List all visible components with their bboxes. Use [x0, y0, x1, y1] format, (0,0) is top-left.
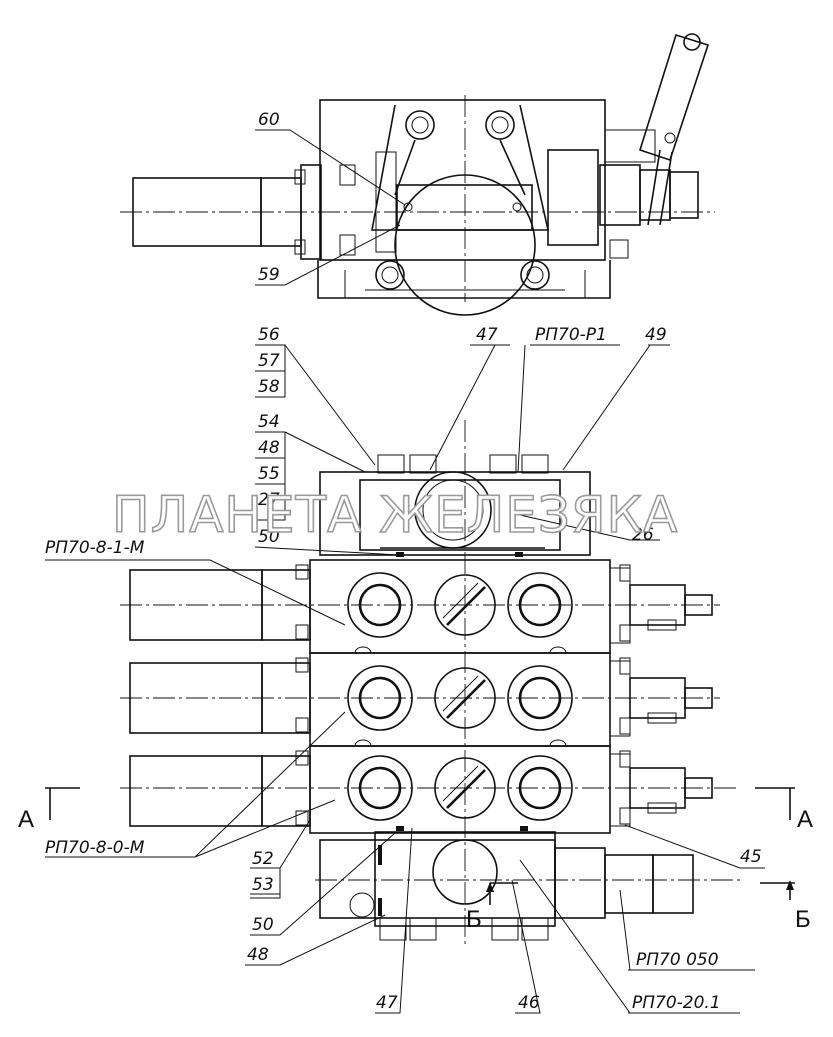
top-right-valve	[547, 149, 599, 246]
callout-58: 58	[258, 377, 280, 397]
callout-57: 57	[258, 351, 280, 371]
callout-56: 56	[258, 325, 280, 345]
callout-54: 54	[258, 412, 280, 432]
inlet-cover-bolts	[377, 454, 549, 474]
callout-48-top: 48	[258, 438, 280, 458]
section-b-left: Б	[466, 906, 482, 933]
section-markers	[45, 787, 795, 905]
section-a-left: А	[18, 806, 34, 833]
callout-53: 53	[252, 875, 274, 895]
top-base	[317, 260, 611, 299]
top-bolts	[375, 110, 550, 290]
top-housing	[319, 99, 606, 261]
section-1	[129, 559, 713, 654]
callout-47-bottom: 47	[376, 993, 398, 1013]
callout-60: 60	[258, 110, 280, 130]
callout-rp70-p1: РП70-Р1	[535, 325, 607, 345]
callout-26: 26	[632, 525, 654, 545]
callout-50-bottom: 50	[252, 915, 274, 935]
callout-rp70-20-1: РП70-20.1	[632, 993, 721, 1013]
section-b-right: Б	[795, 906, 811, 933]
watermark-text: ПЛАНЕТА ЖЕЛЕЗЯКА	[112, 486, 678, 544]
section-a-right: А	[797, 806, 813, 833]
callout-labels: 60 59 56 57 58 54 48 55 27 50 47 РП70-Р1…	[45, 110, 762, 1013]
front-view	[120, 420, 740, 945]
section-letters: А А Б Б	[18, 806, 813, 933]
callout-rp70-8-1-m: РП70-8-1-М	[45, 538, 145, 558]
top-yoke	[371, 104, 549, 231]
callout-46: 46	[518, 993, 540, 1013]
section-2	[129, 652, 713, 747]
callout-49: 49	[645, 325, 667, 345]
callout-rp70-8-0-m: РП70-8-0-М	[45, 838, 145, 858]
relief-valve-body	[554, 847, 606, 919]
callout-47-top: 47	[476, 325, 498, 345]
callout-52: 52	[252, 849, 274, 869]
callout-48-bottom: 48	[247, 945, 269, 965]
leader-lines	[45, 129, 765, 1014]
top-view	[120, 33, 715, 316]
callout-rp70-050: РП70 050	[636, 950, 719, 970]
section-3	[129, 745, 713, 834]
callout-45: 45	[740, 847, 762, 867]
callout-59: 59	[258, 265, 280, 285]
callout-55: 55	[258, 464, 280, 484]
callout-27: 27	[258, 490, 280, 510]
outlet-cover	[319, 839, 556, 919]
callout-50-top: 50	[258, 527, 280, 547]
